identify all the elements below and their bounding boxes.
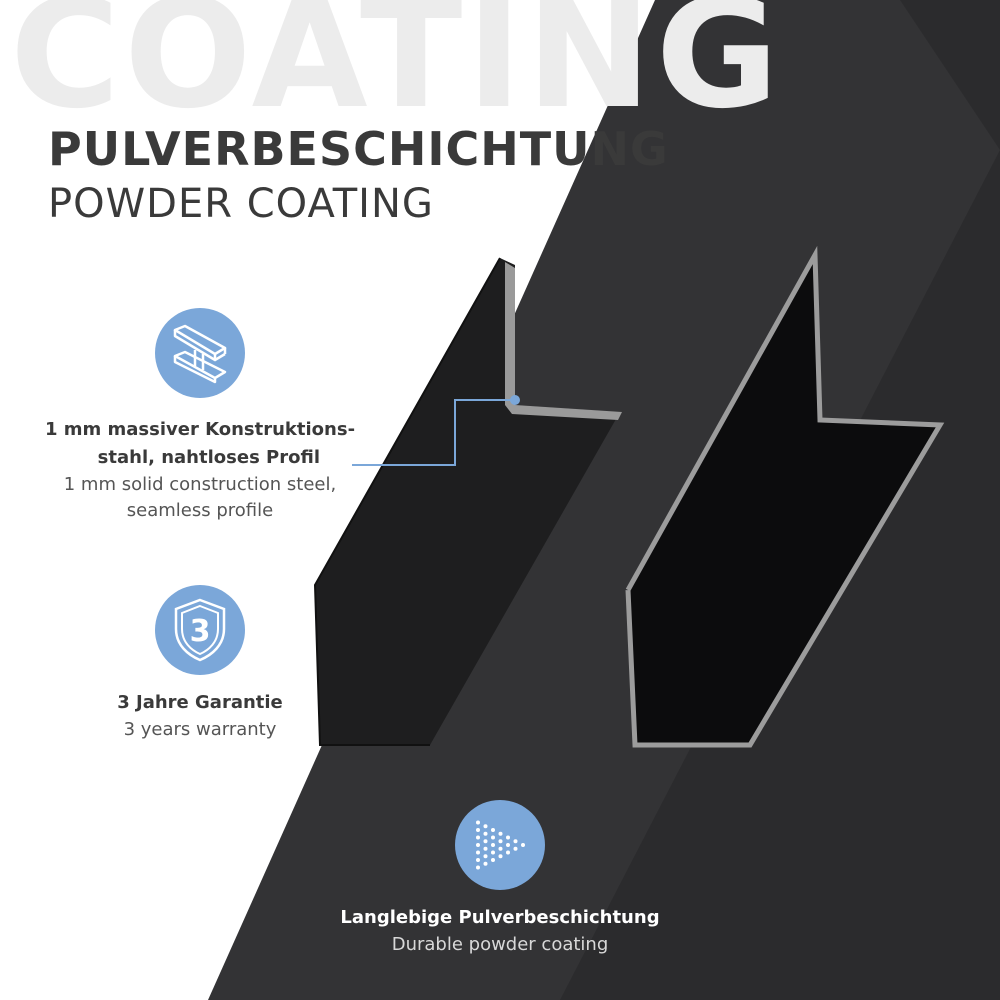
icon-dot (506, 843, 510, 847)
steel-beam-icon (155, 308, 245, 398)
icon-dot (513, 846, 518, 851)
icon-dot (483, 824, 488, 829)
feature-steel-de-2: stahl, nahtloses Profil (97, 447, 320, 468)
feature-steel-de-1: 1 mm massiver Konstruktions- (44, 419, 356, 440)
feature-steel: 1 mm massiver Konstruktions- stahl, naht… (30, 308, 370, 524)
icon-dot (491, 858, 495, 862)
icon-dot (491, 850, 495, 855)
icon-dot (491, 843, 495, 847)
icon-dot (498, 846, 503, 851)
icon-dot (506, 835, 510, 840)
icon-dot (521, 843, 525, 847)
icon-dot (476, 820, 480, 825)
background-watermark: COATING (10, 0, 783, 115)
icon-dot (476, 835, 480, 840)
icon-dot (491, 835, 495, 840)
icon-dot (498, 831, 503, 836)
icon-dot (513, 839, 518, 844)
feature-steel-en-1: 1 mm solid construction steel, (63, 474, 337, 495)
feature-warranty-en: 3 years warranty (123, 719, 277, 740)
page-subtitle: POWDER COATING (48, 181, 434, 227)
dotted-triangle-icon (455, 800, 545, 890)
icon-dot (476, 850, 480, 855)
icon-dot (498, 854, 503, 859)
icon-dot (498, 839, 503, 844)
icon-dot (491, 828, 495, 832)
page-title: PULVERBESCHICHTUNG (48, 122, 669, 176)
icon-dot (476, 843, 480, 847)
icon-dot (483, 839, 488, 844)
icon-dot (476, 858, 480, 862)
icon-dot (483, 854, 488, 859)
feature-warranty-de: 3 Jahre Garantie (117, 692, 283, 713)
icon-dot (483, 846, 488, 851)
feature-coating: Langlebige Pulverbeschichtung Durable po… (330, 800, 670, 958)
icon-dot (483, 831, 488, 836)
icon-dot (506, 850, 510, 855)
icon-dot (483, 861, 488, 866)
feature-steel-en-2: seamless profile (126, 500, 274, 521)
feature-coating-en: Durable powder coating (391, 934, 609, 955)
feature-coating-de: Langlebige Pulverbeschichtung (340, 907, 660, 928)
icon-dot (476, 865, 480, 870)
feature-warranty: 3 3 Jahre Garantie 3 years warranty (30, 585, 370, 743)
shield-3-icon: 3 (155, 585, 245, 675)
icon-dot (476, 828, 480, 832)
shield-number: 3 (190, 614, 211, 649)
